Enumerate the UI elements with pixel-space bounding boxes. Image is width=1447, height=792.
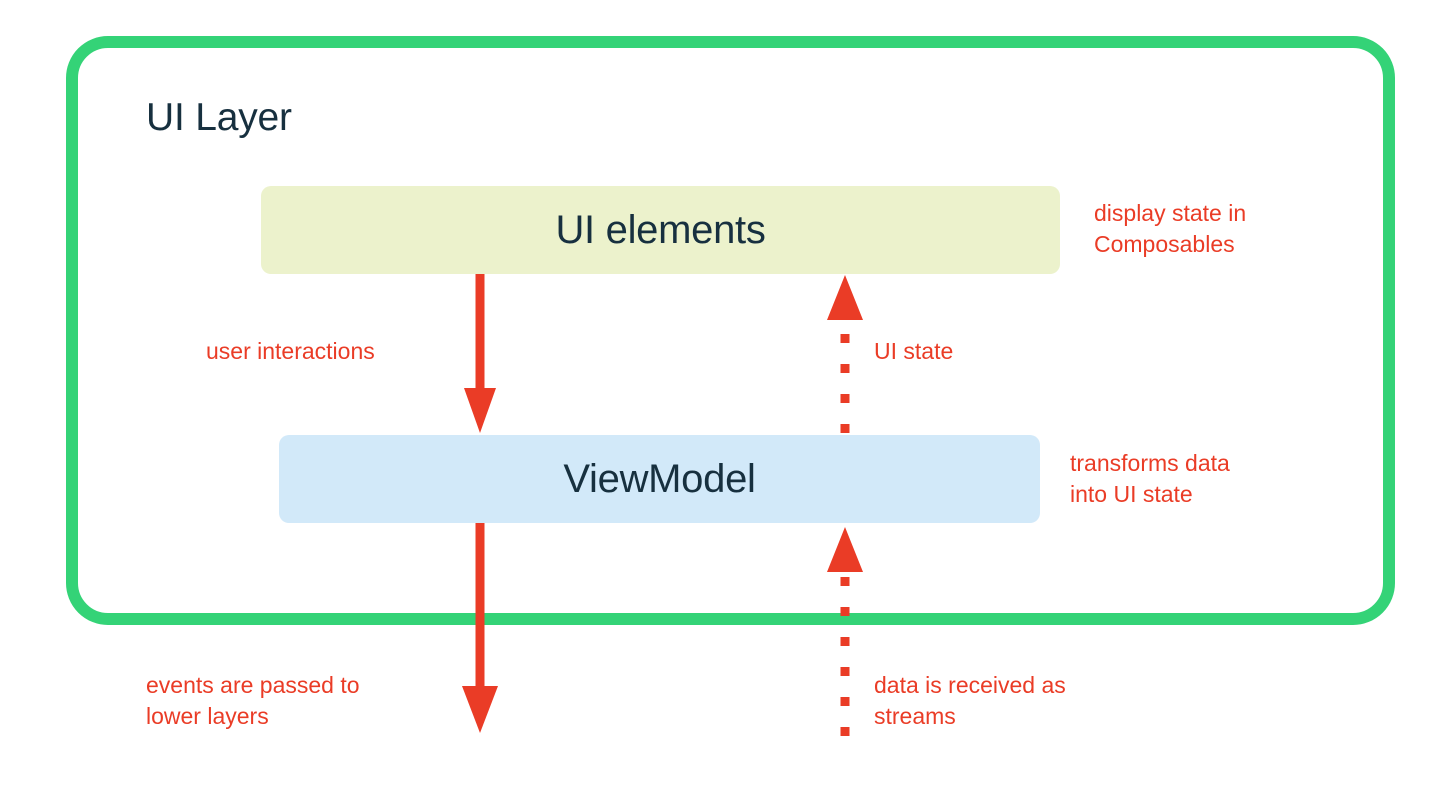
annotation-data-streams: data is received as streams	[874, 672, 1066, 729]
annotation-transforms-data: transforms data into UI state	[1070, 450, 1230, 507]
node-ui-elements-label: UI elements	[555, 208, 766, 252]
annotation-events-passed: events are passed to lower layers	[146, 672, 360, 729]
node-ui-elements: UI elements	[261, 186, 1060, 274]
ui-layer-frame	[66, 36, 1395, 625]
annotation-user-interactions: user interactions	[206, 338, 375, 364]
node-viewmodel-label: ViewModel	[563, 457, 756, 501]
annotation-ui-state: UI state	[874, 338, 954, 364]
ui-layer-title: UI Layer	[146, 96, 292, 139]
annotation-display-state: display state in Composables	[1094, 200, 1247, 257]
node-viewmodel: ViewModel	[279, 435, 1040, 523]
